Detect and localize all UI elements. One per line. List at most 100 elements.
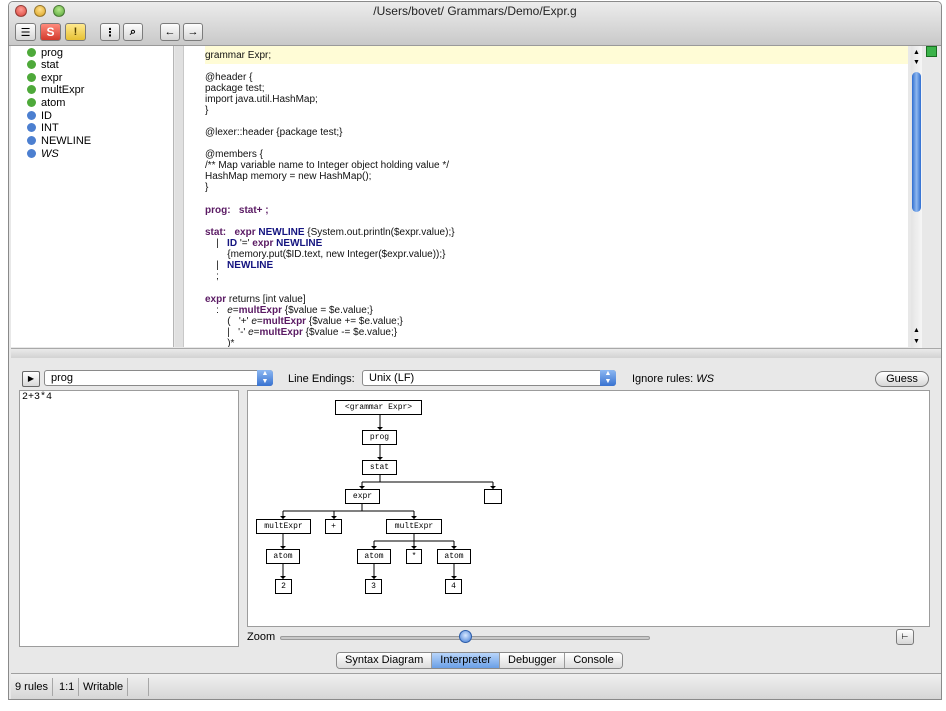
rule-item-multexpr[interactable]: multExpr bbox=[27, 83, 84, 96]
interpreter-input[interactable]: 2+3*4 bbox=[19, 390, 239, 647]
rule-item-atom[interactable]: atom bbox=[27, 96, 65, 109]
code-line: | NEWLINE bbox=[205, 260, 274, 271]
parser-rule-icon bbox=[27, 98, 36, 107]
input-text: 2+3*4 bbox=[22, 392, 53, 403]
tab-interpreter[interactable]: Interpreter bbox=[432, 653, 501, 668]
tree-node-leaf[interactable]: 4 bbox=[445, 579, 462, 594]
syntax-check-button[interactable]: S bbox=[40, 23, 61, 41]
code-line: stat: expr NEWLINE {System.out.println($… bbox=[205, 227, 455, 238]
tree-node-prog[interactable]: prog bbox=[362, 430, 397, 445]
status-empty-cell bbox=[129, 678, 149, 696]
code-line: grammar Expr; bbox=[205, 50, 272, 61]
code-line: } bbox=[205, 105, 209, 116]
tree-icon: ⊢ bbox=[901, 632, 909, 641]
find-button[interactable]: ⌕ bbox=[123, 23, 143, 41]
tree-node-star[interactable]: * bbox=[406, 549, 422, 564]
tree-node-stat[interactable]: stat bbox=[362, 460, 397, 475]
rule-item-newline[interactable]: NEWLINE bbox=[27, 134, 91, 147]
vertical-splitter[interactable] bbox=[175, 46, 183, 347]
tree-node-atom[interactable]: atom bbox=[357, 549, 391, 564]
status-ok-indicator bbox=[926, 46, 937, 57]
tree-node-plus[interactable]: + bbox=[325, 519, 342, 534]
lexer-rule-icon bbox=[27, 123, 36, 132]
grammar-editor[interactable]: grammar Expr; @header { package test; im… bbox=[205, 46, 908, 347]
rule-item-stat[interactable]: stat bbox=[27, 58, 59, 71]
tree-node-empty[interactable] bbox=[484, 489, 502, 504]
tree-node-multexpr[interactable]: multExpr bbox=[256, 519, 311, 534]
editor-gutter bbox=[183, 46, 205, 347]
play-icon: ▶ bbox=[27, 374, 35, 383]
tree-node-expr[interactable]: expr bbox=[345, 489, 380, 504]
tree-layout-button[interactable]: ⊢ bbox=[896, 629, 914, 645]
list-icon: ☰ bbox=[20, 26, 31, 39]
sort-rules-button[interactable]: ⋮ bbox=[100, 23, 120, 41]
scroll-up-icon[interactable]: ▲ bbox=[913, 327, 920, 334]
window-controls bbox=[15, 5, 65, 17]
tree-node-root[interactable]: <grammar Expr> bbox=[335, 400, 422, 415]
zoom-row: Zoom ⊢ bbox=[247, 628, 930, 648]
tree-node-atom[interactable]: atom bbox=[437, 549, 471, 564]
rule-item-expr[interactable]: expr bbox=[27, 71, 62, 84]
line-endings-label: Line Endings: bbox=[288, 373, 355, 385]
status-write-mode: Writable bbox=[79, 678, 129, 696]
tab-console[interactable]: Console bbox=[565, 653, 622, 668]
status-cursor-position: 1:1 bbox=[55, 678, 80, 696]
code-line: | '-' e=multExpr {$value -= $e.value;} bbox=[205, 327, 398, 338]
rule-item-ws[interactable]: WS bbox=[27, 147, 59, 160]
scroll-down-icon[interactable]: ▼ bbox=[913, 338, 920, 345]
zoom-slider-knob[interactable] bbox=[458, 630, 472, 643]
sort-icon: ⋮ bbox=[104, 26, 116, 39]
syntax-s-icon: S bbox=[46, 25, 55, 39]
code-line: @members { bbox=[205, 149, 263, 160]
guess-button[interactable]: Guess bbox=[875, 371, 929, 387]
close-window-button[interactable] bbox=[15, 5, 27, 17]
editor-scrollbar[interactable]: ▲ ▼ ▲ ▼ bbox=[911, 46, 922, 349]
code-line: : e=multExpr {$value = $e.value;} bbox=[205, 305, 373, 316]
forward-button[interactable]: → bbox=[183, 23, 203, 41]
back-button[interactable]: ← bbox=[160, 23, 180, 41]
lexer-rule-icon bbox=[27, 111, 36, 120]
code-line: @lexer::header {package test;} bbox=[205, 127, 343, 138]
code-line: | ID '=' expr NEWLINE bbox=[205, 238, 323, 249]
parse-tree-edges bbox=[280, 415, 496, 579]
title-bar: /Users/bovet/ Grammars/Demo/Expr.g ☰ S !… bbox=[9, 2, 941, 46]
rule-item-int[interactable]: INT bbox=[27, 121, 59, 134]
line-endings-select[interactable]: Unix (LF)▲▼ bbox=[362, 370, 616, 386]
updown-arrows-icon: ▲▼ bbox=[257, 370, 273, 386]
arrow-left-icon: ← bbox=[164, 26, 176, 38]
tab-debugger[interactable]: Debugger bbox=[500, 653, 566, 668]
zoom-window-button[interactable] bbox=[53, 5, 65, 17]
current-line-highlight bbox=[205, 46, 908, 64]
tree-node-leaf[interactable]: 2 bbox=[275, 579, 292, 594]
code-line: ( '+' e=multExpr {$value += $e.value;} bbox=[205, 316, 403, 327]
scroll-thumb[interactable] bbox=[912, 72, 921, 212]
interpreter-toolbar: ▶ prog▲▼ Line Endings: Unix (LF)▲▼ Ignor… bbox=[11, 365, 941, 391]
code-line: /** Map variable name to Integer object … bbox=[205, 160, 450, 171]
horizontal-splitter[interactable] bbox=[11, 348, 941, 358]
run-button[interactable]: ▶ bbox=[22, 371, 40, 387]
warnings-button[interactable]: ! bbox=[65, 23, 86, 41]
minimize-window-button[interactable] bbox=[34, 5, 46, 17]
rule-item-id[interactable]: ID bbox=[27, 109, 52, 122]
tab-syntax-diagram[interactable]: Syntax Diagram bbox=[337, 653, 433, 668]
scroll-up-icon[interactable]: ▲ bbox=[913, 49, 920, 56]
bottom-tabs: Syntax Diagram Interpreter Debugger Cons… bbox=[336, 652, 623, 669]
scroll-down-icon[interactable]: ▼ bbox=[913, 59, 920, 66]
parser-rule-icon bbox=[27, 60, 36, 69]
parse-tree-view: <grammar Expr> prog stat expr multExpr +… bbox=[247, 390, 930, 627]
tree-node-multexpr[interactable]: multExpr bbox=[386, 519, 442, 534]
rule-item-prog[interactable]: prog bbox=[27, 46, 63, 59]
rules-list: prog stat expr multExpr atom ID INT NEWL… bbox=[11, 46, 174, 347]
main-window: /Users/bovet/ Grammars/Demo/Expr.g ☰ S !… bbox=[8, 1, 942, 700]
code-line: import java.util.HashMap; bbox=[205, 94, 318, 105]
parser-rule-icon bbox=[27, 48, 36, 57]
tree-node-atom[interactable]: atom bbox=[266, 549, 300, 564]
code-line: } bbox=[205, 182, 209, 193]
start-rule-select[interactable]: prog▲▼ bbox=[44, 370, 273, 386]
code-line: prog: stat+ ; bbox=[205, 205, 269, 216]
tree-node-leaf[interactable]: 3 bbox=[365, 579, 382, 594]
lexer-rule-icon bbox=[27, 149, 36, 158]
code-line: {memory.put($ID.text, new Integer($expr.… bbox=[205, 249, 446, 260]
parser-rule-icon bbox=[27, 73, 36, 82]
rules-tree-button[interactable]: ☰ bbox=[15, 23, 36, 41]
